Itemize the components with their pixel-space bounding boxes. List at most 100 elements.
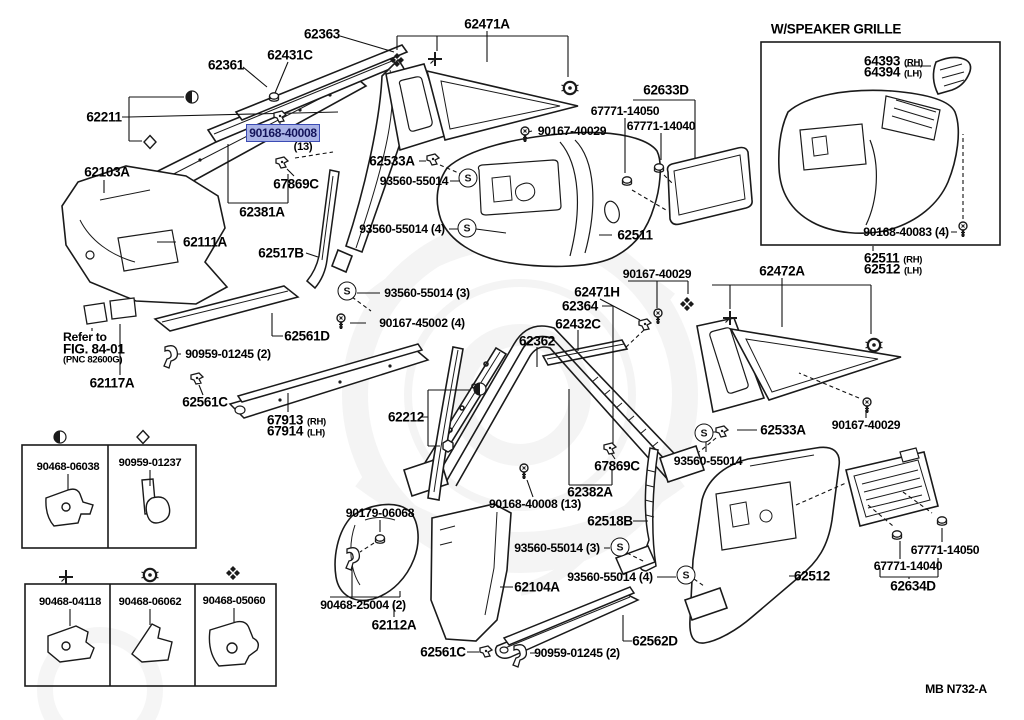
part-label-90168-40008-13[interactable]: 90168-40008 (13) [488,497,582,511]
part-label-64393[interactable]: 64393(RH) [864,54,923,69]
part-label-90468-04118[interactable]: 90468-04118 [38,596,102,608]
part-label-62512[interactable]: 62512 [793,568,831,584]
screw-symbol: S [458,168,478,188]
quarter-trim-panel-rear-art [683,446,841,644]
part-label-62472A[interactable]: 62472A [759,263,805,279]
part-label-93560-55014-4b[interactable]: 93560-55014 (4) [567,570,653,584]
part-label-62104A[interactable]: 62104A [514,579,560,595]
lh-marker: (LH) [904,68,922,80]
leader-lines [67,31,957,654]
part-label-62212[interactable]: 62212 [387,409,425,425]
part-label-62561D[interactable]: 62561D [284,328,330,344]
nut-icon [936,516,948,526]
fastener-key-boxes [21,444,277,687]
part-label-62633D[interactable]: 62633D [643,82,689,98]
diamond-symbol [136,429,150,445]
part-label-62381A[interactable]: 62381A [239,204,285,220]
part-label-62533A-a[interactable]: 62533A [369,153,415,169]
part-label-67869C-b[interactable]: 67869C [594,458,640,474]
part-label-62431C[interactable]: 62431C [267,47,313,63]
part-number[interactable]: 62511 [864,250,900,266]
part-label-67914[interactable]: 67914(LH) [267,424,325,439]
part-label-62361[interactable]: 62361 [207,57,245,73]
part-label-62362[interactable]: 62362 [518,333,556,349]
part-label-90959-01237[interactable]: 90959-01237 [118,457,182,469]
part-label-62471A[interactable]: 62471A [464,16,510,32]
part-label-62117A[interactable]: 62117A [89,375,135,391]
screw-symbol: S [676,565,696,585]
part-number[interactable]: 67914 [267,423,304,439]
quarter-trim-lid-art [666,146,753,226]
part-label-67771-14050-a[interactable]: 67771-14050 [590,104,660,118]
part-label-62511[interactable]: 62511 [617,227,653,243]
part-label-90167-40029-c[interactable]: 90167-40029 [831,418,901,432]
part-label-64394[interactable]: 64394(LH) [864,65,922,80]
part-label-62561C-b[interactable]: 62561C [420,644,466,660]
clip-icon [638,318,652,331]
part-label-62382A[interactable]: 62382A [567,484,613,500]
screw-symbol: S [694,423,714,443]
part-number[interactable]: 64393 [864,53,901,69]
quarter-window-garnish-rear-art [696,317,902,414]
part-label-62517B[interactable]: 62517B [258,245,304,261]
part-label-62363[interactable]: 62363 [303,26,341,42]
lh-marker: (LH) [904,265,922,277]
clip-icon [190,372,204,385]
lh-marker: (LH) [307,427,325,439]
part-label-62471H[interactable]: 62471H [574,284,620,300]
screw-icon [335,312,347,331]
part-label-62111A[interactable]: 62111A [183,234,227,250]
part-label-93560-55014-3b[interactable]: 93560-55014 (3) [384,286,470,300]
part-label-62634D[interactable]: 62634D [890,578,936,594]
part-label-67771-14040-a[interactable]: 67771-14040 [626,119,696,133]
nut-icon [891,530,903,540]
part-label-90167-40029-b[interactable]: 90167-40029 [622,267,692,281]
highlighted-part-label-90168-40008[interactable]: 90168-40008 [246,124,320,142]
part-number[interactable]: 67913 [267,412,304,428]
refer-note-line3: (PNC 82600G) [63,354,123,366]
part-label-90959-01245-a[interactable]: 90959-01245 (2) [185,347,271,361]
part-label-62561C-a[interactable]: 62561C [182,394,228,410]
part-label-90167-45002-4[interactable]: 90167-45002 (4) [379,316,465,330]
part-label-62103A[interactable]: 62103A [84,164,130,180]
screw-icon [957,220,969,239]
part-label-62518B[interactable]: 62518B [587,513,633,529]
part-number[interactable]: 62512 [864,261,901,277]
part-label-62533A-b[interactable]: 62533A [760,422,806,438]
part-label-90468-06062[interactable]: 90468-06062 [118,596,182,608]
part-label-90168-40083-4[interactable]: 90168-40083 (4) [863,225,949,239]
clip-icon [603,442,617,455]
hook-clip-icon [163,345,179,369]
part-label-62432C[interactable]: 62432C [555,316,601,332]
part-label-62512-lh[interactable]: 62512(LH) [864,262,922,277]
part-label-62211[interactable]: 62211 [86,109,122,125]
rear-pillar-garnish-lower-art [614,447,659,575]
cross-symbol [58,569,74,585]
part-label-90468-05060[interactable]: 90468-05060 [202,595,266,607]
part-label-67771-14050-b[interactable]: 67771-14050 [910,543,980,557]
part-label-93560-55014-a[interactable]: 93560-55014 [379,174,449,188]
part-label-90959-01245-b[interactable]: 90959-01245 (2) [534,646,620,660]
part-number[interactable]: 64394 [864,64,901,80]
part-label-67913[interactable]: 67913(RH) [267,413,326,428]
part-label-62511-rh[interactable]: 62511(RH) [864,251,922,266]
part-label-93560-55014-4a[interactable]: 93560-55014 (4) [359,222,445,236]
part-label-90468-06038[interactable]: 90468-06038 [36,461,100,473]
pillar-garnish-lower-art [305,169,340,290]
gear-circle-symbol [140,567,160,583]
part-label-93560-55014-b[interactable]: 93560-55014 [673,454,743,468]
part-label-62562D[interactable]: 62562D [632,633,678,649]
clip-icon [426,153,440,166]
center-pillar-lower-art [334,346,512,642]
part-label-62112A[interactable]: 62112A [371,617,417,633]
part-label-67771-14040-b[interactable]: 67771-14040 [873,559,943,573]
part-label-90468-25004-2[interactable]: 90468-25004 (2) [320,598,406,612]
part-label-67869C-a[interactable]: 67869C [273,176,319,192]
part-label-93560-55014-3a[interactable]: 93560-55014 (3) [514,541,600,555]
gear-circle-symbol [864,337,884,353]
part-label-90179-06068[interactable]: 90179-06068 [345,506,415,520]
part-label-90167-40029-a[interactable]: 90167-40029 [537,124,607,138]
clip-icon [715,425,729,438]
dashed-leader-lines [294,134,964,587]
part-label-62364[interactable]: 62364 [561,298,599,314]
